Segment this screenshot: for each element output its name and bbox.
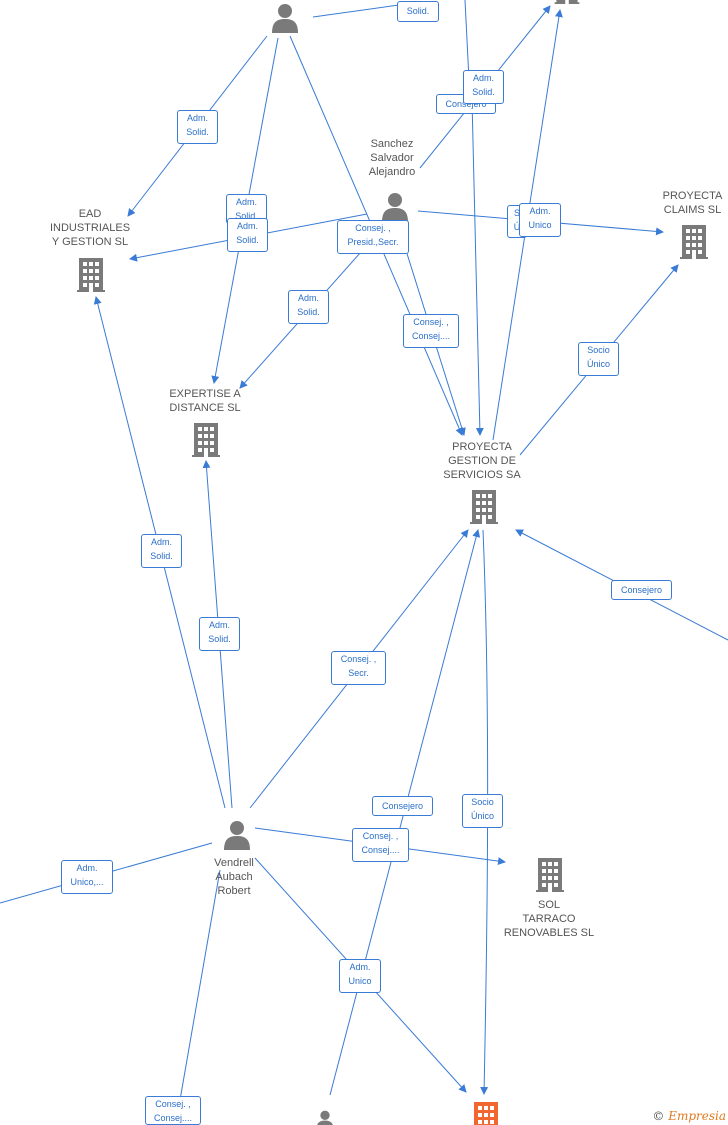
edge-label[interactable]: Adm. Solid.	[227, 218, 268, 252]
building-icon	[77, 258, 105, 292]
copyright-symbol: ©	[652, 1109, 665, 1123]
edge-label[interactable]: Adm. Unico,...	[61, 860, 113, 894]
edge-label[interactable]: Consej. , Consej....	[403, 314, 459, 348]
node-label-proyecta-gestion[interactable]: PROYECTA GESTION DE SERVICIOS SA	[443, 441, 521, 481]
person-icon	[272, 4, 298, 33]
node-label-proyecta-claims[interactable]: PROYECTA CLAIMS SL	[662, 190, 723, 216]
edge-label[interactable]: Socio Único	[462, 794, 503, 828]
edge	[471, 99, 484, 436]
copyright: © Empresia	[652, 1109, 726, 1123]
edge-label[interactable]: Consejero	[611, 580, 672, 600]
node-label-vendrell[interactable]: Vendrell Aubach Robert	[214, 857, 254, 897]
node-label-expertise[interactable]: EXPERTISE A DISTANCE SL	[169, 388, 241, 414]
building-icon	[680, 225, 708, 259]
edge-label[interactable]: Adm. Solid.	[141, 534, 182, 568]
building-highlight-icon	[472, 1102, 500, 1125]
node-label-ead[interactable]: EAD INDUSTRIALES Y GESTION SL	[49, 208, 131, 248]
building-icon	[470, 490, 498, 524]
edge	[179, 869, 221, 1101]
person-icon	[224, 821, 250, 850]
edge-label[interactable]: Adm. Solid.	[288, 290, 329, 324]
brand-logo[interactable]: Empresia	[668, 1109, 726, 1123]
person-icon	[382, 193, 408, 222]
node-label-sol-tarraco[interactable]: SOL TARRACO RENOVABLES SL	[503, 899, 595, 939]
edge-label[interactable]: Consejero	[372, 796, 433, 816]
node-label-sanchez[interactable]: Sanchez Salvador Alejandro	[368, 138, 416, 178]
building-icon	[554, 0, 580, 4]
building-icon	[192, 423, 220, 457]
edge-label[interactable]: Consej. , Presid.,Secr.	[337, 220, 409, 254]
edge-label[interactable]: Consej. , Secr.	[331, 651, 386, 685]
edge-label[interactable]: Socio Único	[578, 342, 619, 376]
edge-label[interactable]: Adm. Unico	[519, 203, 561, 237]
edge-label[interactable]: Consej. , Consej....	[145, 1096, 201, 1125]
edge-label[interactable]: Adm. Unico	[339, 959, 381, 993]
edge-label[interactable]: Adm. Solid.	[463, 70, 504, 104]
edge-label[interactable]: Solid.	[397, 1, 439, 22]
edge-label[interactable]: Adm. Solid.	[199, 617, 240, 651]
edge-label[interactable]: Adm. Solid.	[177, 110, 218, 144]
building-icon	[536, 858, 564, 892]
edge-label[interactable]: Consej. , Consej....	[352, 828, 409, 862]
person-icon	[316, 1110, 334, 1125]
